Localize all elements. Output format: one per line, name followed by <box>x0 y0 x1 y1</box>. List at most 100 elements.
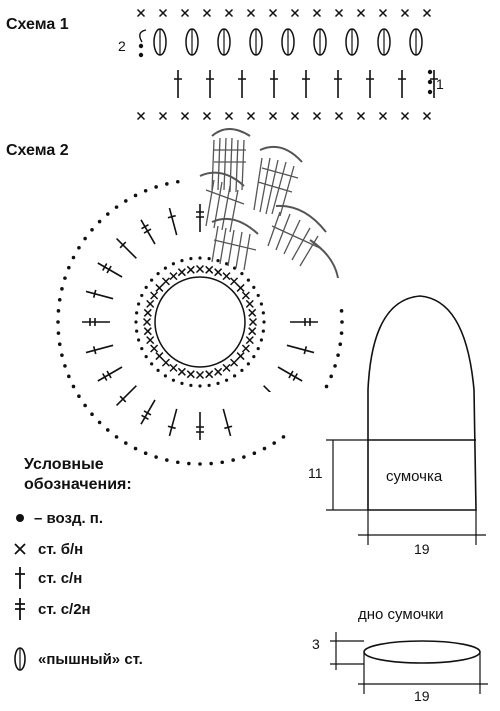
chain-dot <box>198 384 202 388</box>
scheme2-title: Схема 2 <box>6 142 69 159</box>
chain-dot <box>198 462 202 466</box>
chain-dot <box>57 342 62 347</box>
chain-dot <box>143 451 148 455</box>
sc-stitch <box>149 291 159 300</box>
sc-stitch <box>312 8 322 18</box>
chain-dot <box>71 255 76 260</box>
radial-stitch <box>95 258 125 282</box>
radial-stitch <box>136 217 160 247</box>
legend-item-sc: ст. б/н <box>6 538 83 560</box>
chain-dot <box>136 338 141 342</box>
dc-stitch <box>333 69 343 99</box>
tc-icon <box>15 598 25 620</box>
chain-dot <box>56 320 60 324</box>
puff-stitch <box>345 28 359 56</box>
sc-stitch <box>247 308 257 318</box>
sc-stitch <box>268 8 278 18</box>
sc-stitch <box>241 344 251 353</box>
chain-dot <box>261 329 265 333</box>
chain-dot <box>233 266 237 270</box>
chain-dot <box>57 297 62 302</box>
chain-dot <box>63 276 67 280</box>
chain-dot <box>262 320 266 324</box>
chain-dot <box>156 368 160 372</box>
cross-icon <box>14 543 26 555</box>
sc-stitch <box>246 111 256 121</box>
chain-dot <box>97 219 102 224</box>
sc-stitch <box>186 369 196 379</box>
sc-stitch <box>155 283 164 293</box>
sc-stitch <box>246 8 256 18</box>
scheme1-top-row <box>136 8 432 18</box>
sc-stitch <box>400 111 410 121</box>
sc-stitch <box>177 267 187 277</box>
chain-dot <box>242 455 246 459</box>
dc-stitch <box>365 69 375 99</box>
chain-dot <box>339 309 344 313</box>
sc-stitch <box>169 271 178 281</box>
bag-label: сумочка <box>386 468 443 485</box>
chain-dot <box>90 227 94 232</box>
chain-dot <box>154 455 158 459</box>
sc-stitch <box>236 283 245 293</box>
sc-stitch <box>204 369 214 379</box>
chain-dot <box>67 265 71 270</box>
puff-stitch <box>281 28 295 56</box>
chain-dot <box>144 355 148 359</box>
dc-stitch <box>237 69 247 99</box>
dc-stitch <box>397 69 407 99</box>
puff-stitch <box>313 28 327 56</box>
chain-dot <box>240 272 244 276</box>
chain-dot <box>216 381 220 386</box>
center-ring <box>154 276 246 368</box>
sc-stitch <box>245 335 255 345</box>
chain-dot <box>83 403 87 408</box>
radial-stitch <box>112 234 140 262</box>
chain-dot <box>165 182 169 186</box>
chain-ring-inner <box>134 256 266 388</box>
chain-dot <box>336 353 340 357</box>
radial-stitch <box>84 286 115 304</box>
chain-dot <box>216 258 220 263</box>
row-2-label: 2 <box>118 38 126 54</box>
sc-stitch <box>334 111 344 121</box>
chain-dot <box>60 353 64 357</box>
puff-icon <box>14 647 26 671</box>
sc-stitch <box>136 8 146 18</box>
chain-dot <box>329 374 333 379</box>
chain-dot-icon <box>16 514 24 522</box>
dc-stitch <box>205 69 215 99</box>
legend-item-dc: ст. с/н <box>6 567 82 589</box>
sc-stitch <box>158 111 168 121</box>
chain-dot <box>97 420 102 425</box>
sc-stitch <box>177 367 187 377</box>
chain-dot <box>246 362 250 366</box>
sc-stitch <box>422 8 432 18</box>
bottom-shape <box>330 632 488 694</box>
chain-dot <box>60 287 64 291</box>
chain-dot <box>272 441 276 445</box>
sc-stitch <box>222 363 231 373</box>
chain-dot <box>114 205 119 209</box>
sc-stitch <box>204 265 214 275</box>
sc-stitch <box>161 277 171 286</box>
chain-dot <box>246 278 250 282</box>
dc-icon <box>15 567 25 589</box>
chain-dot <box>134 320 138 324</box>
scheme1-bottom-row <box>136 111 432 121</box>
radial-stitch <box>95 362 125 386</box>
sc-stitch <box>195 264 205 274</box>
chain-dot <box>256 346 260 351</box>
sc-stitch <box>180 111 190 121</box>
sc-stitch <box>145 299 155 309</box>
sc-stitch <box>136 111 146 121</box>
chain-dot <box>67 374 71 379</box>
chain-dot <box>63 364 67 368</box>
sc-stitch <box>268 111 278 121</box>
chain-dot <box>175 179 180 184</box>
radial-stitch <box>81 317 111 327</box>
chain-dot <box>333 364 337 368</box>
chain-dot <box>256 293 260 298</box>
chain-dot <box>140 293 144 298</box>
